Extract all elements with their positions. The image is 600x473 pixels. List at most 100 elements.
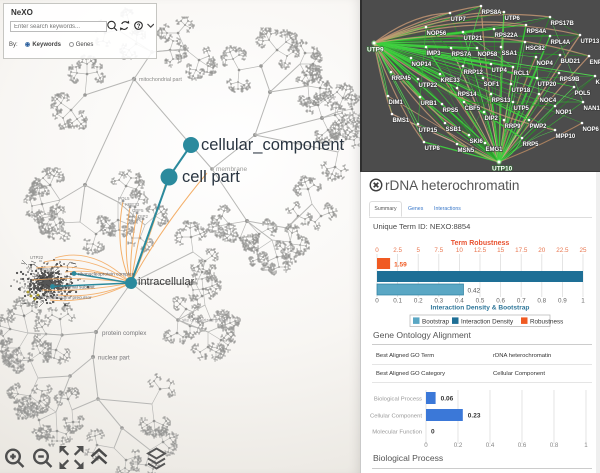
svg-text:RPS22A: RPS22A — [495, 33, 519, 39]
svg-text:0.5: 0.5 — [476, 298, 485, 305]
svg-text:15: 15 — [497, 247, 505, 254]
svg-text:RRP9: RRP9 — [505, 124, 522, 130]
svg-text:Cellular Component: Cellular Component — [370, 414, 422, 420]
svg-text:ribonucleoprotein complex: ribonucleoprotein complex — [78, 272, 135, 278]
svg-text:UTP10: UTP10 — [492, 166, 513, 173]
svg-text:SOF1: SOF1 — [484, 82, 500, 88]
svg-text:EMG1: EMG1 — [486, 147, 504, 153]
svg-text:0.4: 0.4 — [486, 442, 495, 449]
svg-text:0: 0 — [424, 442, 428, 449]
svg-text:0.4: 0.4 — [455, 298, 464, 305]
svg-text:membrane: membrane — [216, 166, 247, 173]
svg-text:MSN5: MSN5 — [458, 148, 475, 154]
svg-text:0.1: 0.1 — [393, 298, 402, 305]
svg-text:0.2: 0.2 — [414, 298, 423, 305]
svg-text:protein complex: protein complex — [102, 330, 147, 337]
svg-text:nuclear part: nuclear part — [98, 356, 130, 362]
svg-text:mitochondrial part: mitochondrial part — [139, 77, 182, 83]
svg-text:CBF5: CBF5 — [132, 208, 144, 213]
svg-text:RPS14: RPS14 — [458, 92, 478, 98]
svg-text:1: 1 — [584, 442, 588, 449]
svg-text:RPL4A: RPL4A — [551, 40, 571, 46]
svg-text:0: 0 — [375, 247, 379, 254]
svg-text:RPS9B: RPS9B — [560, 77, 581, 83]
svg-text:NOP56: NOP56 — [427, 31, 447, 37]
svg-text:UTP5: UTP5 — [514, 106, 530, 112]
svg-text:Interaction Density & Bootstra: Interaction Density & Bootstrap — [431, 305, 530, 312]
svg-text:0: 0 — [375, 298, 379, 305]
svg-text:KRE33: KRE33 — [125, 202, 140, 207]
svg-text:Bootstrap: Bootstrap — [422, 319, 449, 326]
svg-text:NOP4: NOP4 — [537, 61, 554, 67]
svg-text:0.23: 0.23 — [468, 413, 481, 420]
svg-text:0.2: 0.2 — [454, 442, 463, 449]
svg-text:site of polarized growth: site of polarized growth — [182, 318, 229, 323]
svg-text:NOP14: NOP14 — [412, 62, 432, 68]
svg-text:POL5: POL5 — [118, 196, 130, 201]
svg-text:Term Robustness: Term Robustness — [451, 240, 510, 247]
svg-text:RPS4A: RPS4A — [527, 29, 548, 35]
svg-text:URB1: URB1 — [421, 101, 438, 107]
svg-text:0.8: 0.8 — [537, 298, 546, 305]
svg-text:?: ? — [137, 24, 141, 30]
svg-text:NOP58: NOP58 — [478, 52, 498, 58]
svg-text:Robustness: Robustness — [530, 319, 563, 326]
svg-text:Molecular Function: Molecular Function — [372, 430, 422, 436]
svg-text:UTP22: UTP22 — [30, 255, 44, 260]
svg-text:UTP13: UTP13 — [581, 39, 600, 45]
svg-text:SSA1: SSA1 — [502, 51, 518, 57]
svg-text:CBF5: CBF5 — [465, 106, 481, 112]
svg-text:ENP1: ENP1 — [590, 60, 600, 66]
svg-text:1.59: 1.59 — [394, 262, 407, 269]
svg-text:UTP7: UTP7 — [451, 17, 467, 23]
svg-text:UTP21: UTP21 — [464, 36, 483, 42]
svg-text:Interaction Density: Interaction Density — [461, 319, 514, 326]
svg-text:PWP2: PWP2 — [530, 124, 548, 130]
svg-text:SKI6: SKI6 — [470, 139, 484, 145]
svg-text:RPS17B: RPS17B — [551, 21, 575, 27]
svg-text:7.5: 7.5 — [434, 247, 443, 254]
svg-text:MPP10: MPP10 — [556, 134, 576, 140]
svg-text:UTP9: UTP9 — [367, 47, 384, 54]
svg-text:5: 5 — [416, 247, 420, 254]
svg-text:DIP2: DIP2 — [485, 116, 499, 122]
svg-text:RPS8A: RPS8A — [482, 10, 503, 16]
svg-text:NAN1: NAN1 — [584, 106, 600, 112]
svg-text:KRE: KRE — [596, 80, 600, 86]
svg-text:Biological Process: Biological Process — [374, 397, 422, 403]
svg-text:NOP6: NOP6 — [583, 127, 600, 133]
svg-text:BMS1: BMS1 — [393, 118, 410, 124]
svg-text:0.6: 0.6 — [518, 442, 527, 449]
svg-text:90S preribosome precursor: 90S preribosome precursor — [37, 295, 92, 300]
svg-text:UTP20: UTP20 — [538, 82, 557, 88]
svg-text:UTP15: UTP15 — [419, 128, 438, 134]
svg-text:HSC82: HSC82 — [526, 46, 546, 52]
svg-text:1: 1 — [581, 298, 585, 305]
svg-text:2.5: 2.5 — [393, 247, 402, 254]
svg-text:UTP18: UTP18 — [512, 88, 531, 94]
svg-text:UTP6: UTP6 — [505, 16, 521, 22]
svg-text:20: 20 — [538, 247, 546, 254]
svg-text:0.9: 0.9 — [558, 298, 567, 305]
svg-text:DIM1: DIM1 — [389, 100, 404, 106]
svg-text:0.42: 0.42 — [468, 288, 481, 295]
svg-text:DIP2: DIP2 — [138, 214, 149, 219]
svg-text:RPS7A: RPS7A — [452, 52, 473, 58]
svg-text:RPS7A: RPS7A — [40, 267, 54, 272]
svg-text:12.5: 12.5 — [474, 247, 487, 254]
svg-text:10: 10 — [456, 247, 464, 254]
svg-text:UTP4: UTP4 — [492, 68, 508, 74]
svg-text:17.5: 17.5 — [515, 247, 528, 254]
svg-text:0: 0 — [431, 429, 435, 436]
svg-text:POL5: POL5 — [575, 91, 591, 97]
svg-text:0.7: 0.7 — [517, 298, 526, 305]
svg-text:KRE33: KRE33 — [441, 78, 461, 84]
svg-text:RRP45: RRP45 — [392, 76, 412, 82]
svg-text:NOC4: NOC4 — [540, 98, 557, 104]
svg-text:RRP5: RRP5 — [523, 142, 540, 148]
svg-text:RPS13: RPS13 — [492, 98, 512, 104]
svg-text:IMP3: IMP3 — [427, 51, 442, 57]
svg-text:RRP12: RRP12 — [464, 70, 484, 76]
svg-text:ribosomal subunit: ribosomal subunit — [57, 285, 95, 291]
svg-text:SSB1: SSB1 — [446, 127, 462, 133]
